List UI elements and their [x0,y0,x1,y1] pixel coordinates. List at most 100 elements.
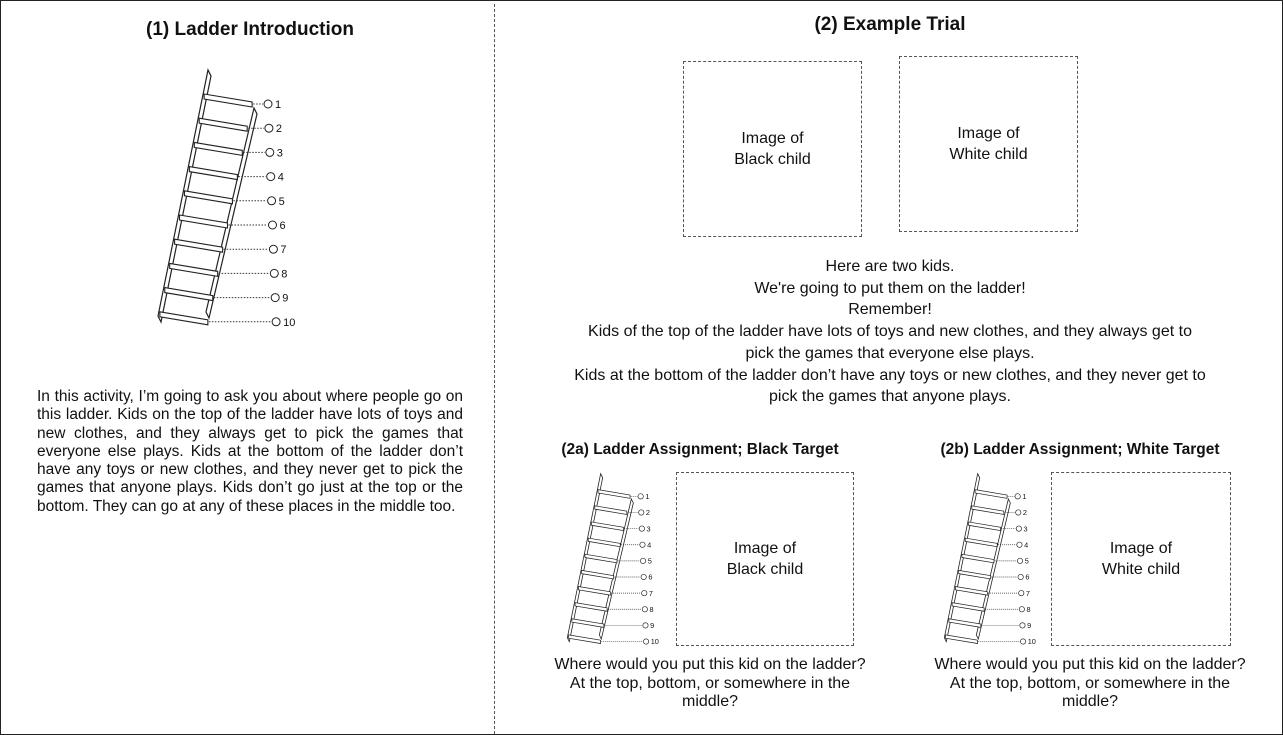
subpanel-2b-title: (2b) Ladder Assignment; White Target [940,441,1220,458]
ladder-position-circle [641,590,648,597]
ladder-rung [945,634,978,644]
placeholder-label-line1: Image of [1109,540,1173,557]
ladder-rung [587,537,621,548]
ladder-position-circle [264,123,274,133]
ladder-position-circle [643,638,650,645]
ladder-rung [568,634,601,644]
ladder-position-label: 10 [283,317,295,329]
ladder-position-label: 4 [1024,540,1028,549]
placeholder-label-line2: White child [1101,561,1181,578]
ladder-position-label: 3 [277,147,283,159]
ladder-position-label: 3 [647,524,651,533]
ladder-position-label: 2 [276,123,282,135]
panel2-title: (2) Example Trial [814,14,966,35]
placeholder-label-line2: White child [949,146,1028,163]
question-line: At the top, bottom, or somewhere in the [569,674,851,692]
ladder-rung [584,553,618,564]
ladder-rung [164,286,214,302]
script-line: Kids of the top of the ladder have lots … [588,323,1192,341]
ladder-rung [958,569,992,580]
script-line: Here are two kids. [825,258,955,275]
ladder-rung [178,214,229,229]
ladder-right-rail [598,497,634,641]
ladder-position-label: 9 [650,621,654,630]
ladder-position-circle [1017,557,1024,564]
ladder-position-circle [266,172,276,182]
ladder-position-circle [271,317,281,327]
ladder-rung [974,489,1008,499]
ladder-position-label: 7 [1026,589,1030,598]
placeholder-label-line1: Image of [733,540,797,557]
ladder-rung [174,238,224,253]
question-line: middle? [681,693,739,710]
ladder-position-circle [1016,541,1023,548]
ladder-position-label: 7 [280,244,286,256]
ladder-position-label: 8 [1027,605,1031,614]
ladder-rung [964,537,998,548]
ladder-position-label: 9 [282,293,288,305]
ladder-position-label: 1 [645,492,649,501]
ladder-position-circle [268,244,278,254]
question-line: Where would you put this kid on the ladd… [554,656,866,673]
ladder-position-circle [641,606,648,613]
ladder-position-circle [1015,509,1022,516]
ladder-position-label: 2 [646,508,650,517]
ladder-position-label: 4 [278,172,284,184]
ladder-position-circle [1018,606,1025,613]
ladder-position-circle [1020,638,1027,645]
ladder-position-label: 8 [281,268,287,280]
ladder-rung [951,602,985,612]
ladder-position-circle [642,622,649,629]
script-line: We're going to put them on the ladder! [754,279,1026,297]
ladder-rung [159,311,209,326]
ladder-rung [183,190,233,205]
script-line: Remember! [848,301,932,319]
ladder-position-circle [637,493,644,500]
ladder-right-rail [975,497,1011,641]
ladder-position-label: 10 [651,637,659,646]
ladder-position-label: 6 [1025,573,1029,582]
ladder-rung [578,586,611,596]
ladder-position-circle [638,525,645,532]
placeholder-label-line1: Image of [741,130,804,147]
ladder-rung [169,262,219,278]
ladder-position-label: 3 [1024,524,1028,533]
ladder-rung [968,521,1001,532]
script-line: pick the games that everyone else plays. [745,344,1035,362]
ladder-rung [948,618,982,628]
question-line: middle? [1061,693,1119,710]
subpanel-2a-question: Where would you put this kid on the ladd… [540,656,880,712]
ladder-position-circle [1019,622,1026,629]
ladder-position-label: 6 [280,220,286,232]
placeholder-label-line2: Black child [734,151,811,168]
trial-script: Here are two kids. We're going to put th… [520,256,1260,408]
ladder-position-circle [640,557,647,564]
ladder-rung [574,602,608,612]
panel1-title: (1) Ladder Introduction [146,19,354,40]
ladder-position-circle [1018,590,1025,597]
ladder-rung [597,489,631,499]
ladder-rung [955,586,988,596]
ladder-rung [188,165,238,181]
ladder-position-circle [265,147,275,157]
ladder-rung [581,569,615,580]
ladder-position-label: 5 [1025,557,1029,566]
ladder-position-circle [270,293,280,303]
ladder-rung [203,93,253,108]
ladder-position-label: 9 [1027,621,1031,630]
ladder-position-label: 4 [647,540,651,549]
ladder-position-label: 6 [648,573,652,582]
ladder-position-label: 1 [275,99,281,111]
question-line: At the top, bottom, or somewhere in the [949,674,1231,692]
ladder-position-label: 5 [648,557,652,566]
ladder-position-label: 5 [279,196,285,208]
ladder-position-circle [1017,574,1024,580]
ladder-position-label: 1 [1022,492,1026,501]
image-placeholder-white-child-2b: Image of White child [1051,472,1231,646]
ladder-group: 1 2 3 4 5 6 7 8 9 10 [157,68,295,329]
subpanel-2a-title: (2a) Ladder Assignment; Black Target [561,441,839,458]
